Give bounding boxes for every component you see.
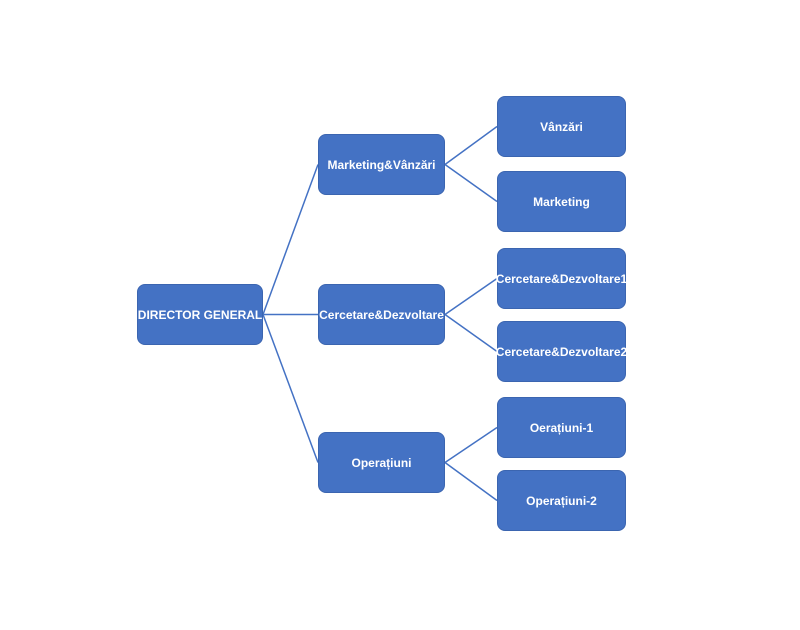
node-cercetare-dezvoltare-2: Cercetare&Dezvoltare2	[496, 321, 627, 382]
connector-mv-vanzari	[444, 125, 498, 166]
connector-cd-cd2	[444, 313, 498, 353]
connector-cd-cd1	[444, 277, 498, 316]
connector-op-op1	[444, 426, 498, 464]
node-operatiuni: Operațiuni	[318, 432, 445, 493]
node-cercetare-dezvoltare-1: Cercetare&Dezvoltare1	[496, 248, 627, 309]
node-cercetare-dezvoltare: Cercetare&Dezvoltare	[318, 284, 445, 345]
node-marketing-vanzari: Marketing&Vânzări	[318, 134, 445, 195]
connector-mv-marketing	[444, 163, 498, 203]
connector-op-op2	[444, 461, 498, 502]
node-oeratiuni-1: Oerațiuni-1	[497, 397, 626, 458]
node-operatiuni-2: Operațiuni-2	[497, 470, 626, 531]
node-vanzari: Vânzări	[497, 96, 626, 157]
node-director-general: DIRECTOR GENERAL	[137, 284, 263, 345]
connector-root-marketing-vanzari	[262, 164, 319, 315]
connector-root-operatiuni	[262, 314, 319, 463]
node-marketing: Marketing	[497, 171, 626, 232]
